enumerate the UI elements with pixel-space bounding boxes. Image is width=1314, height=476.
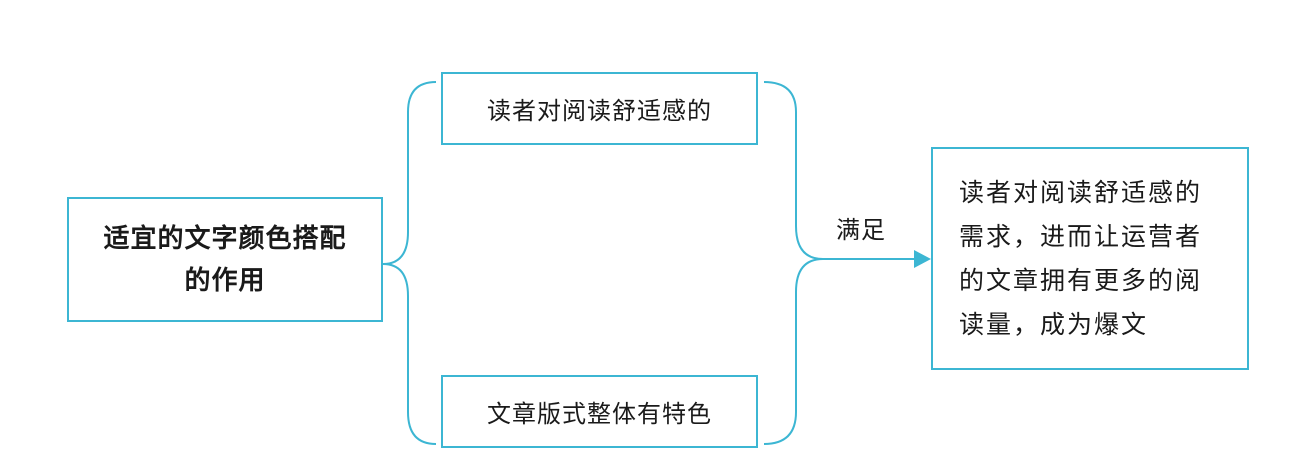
result-node: 读者对阅读舒适感的 需求，进而让运营者 的文章拥有更多的阅 读量，成为爆文	[931, 147, 1249, 370]
connector-label: 满足	[836, 216, 886, 244]
result-node-line-3: 的文章拥有更多的阅	[959, 265, 1203, 295]
branch-node-bottom-label: 文章版式整体有特色	[487, 400, 712, 428]
result-node-line-2: 需求，进而让运营者	[959, 221, 1203, 251]
arrow-head	[914, 250, 931, 268]
result-node-line-4: 读量，成为爆文	[959, 309, 1149, 339]
left-brace	[382, 81, 437, 445]
branch-node-bottom: 文章版式整体有特色	[441, 375, 758, 448]
main-node: 适宜的文字颜色搭配 的作用	[67, 197, 383, 322]
result-node-line-1: 读者对阅读舒适感的	[959, 177, 1203, 207]
main-node-line-1: 适宜的文字颜色搭配	[103, 223, 347, 254]
main-node-line-2: 的作用	[184, 265, 266, 296]
branch-node-top: 读者对阅读舒适感的	[441, 72, 758, 145]
right-brace	[763, 81, 824, 445]
branch-node-top-label: 读者对阅读舒适感的	[487, 97, 712, 125]
